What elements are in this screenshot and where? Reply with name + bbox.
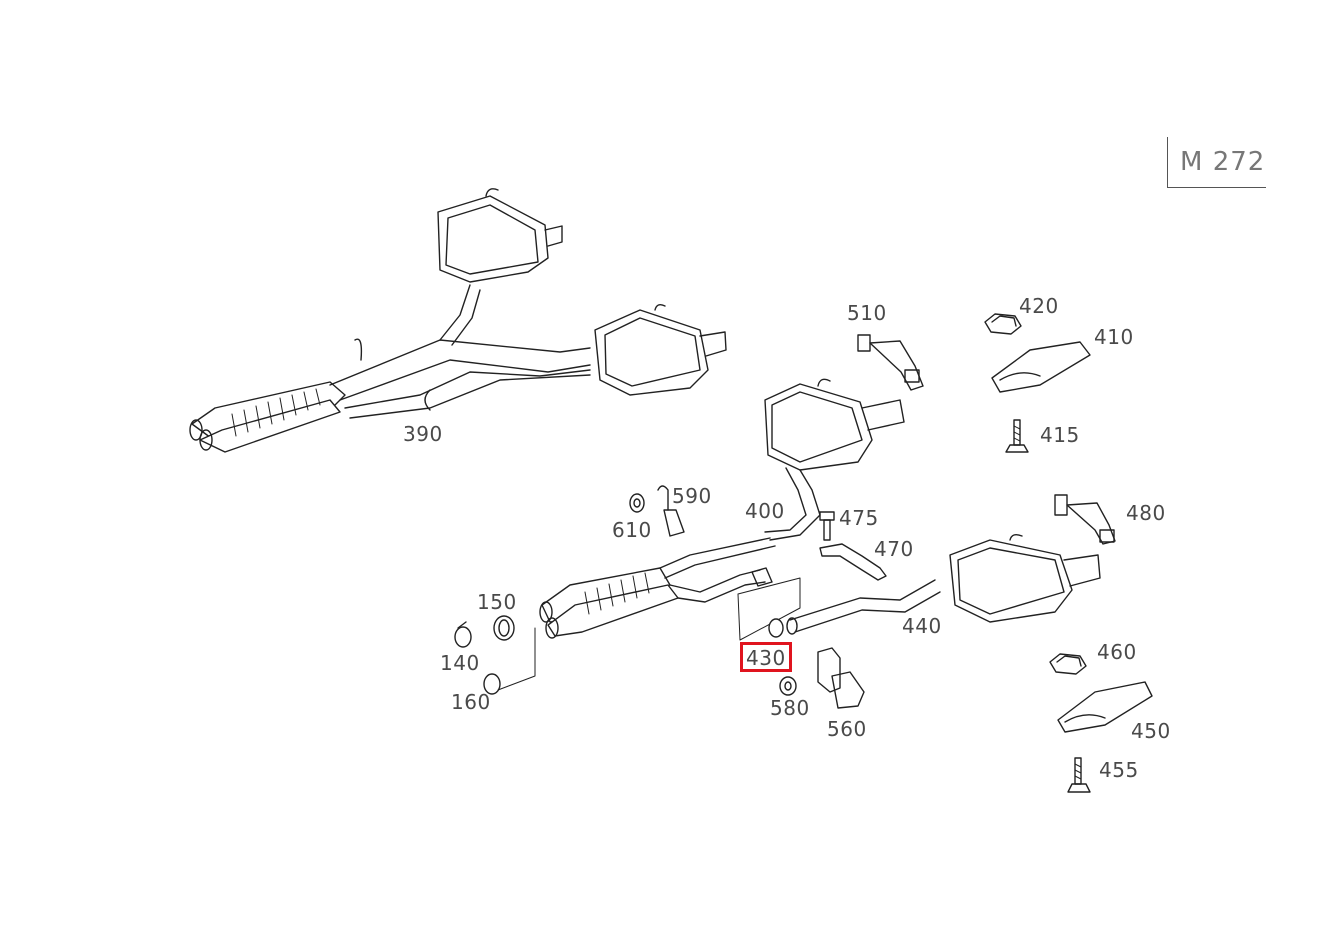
rubber-mount-610[interactable] bbox=[629, 493, 645, 513]
part-label-455[interactable]: 455 bbox=[1099, 758, 1139, 782]
bracket-510[interactable] bbox=[857, 334, 924, 391]
part-label-480[interactable]: 480 bbox=[1126, 501, 1166, 525]
part-label-140[interactable]: 140 bbox=[440, 651, 480, 675]
hanger-590[interactable] bbox=[657, 485, 685, 537]
part-label-560[interactable]: 560 bbox=[827, 717, 867, 741]
part-label-415[interactable]: 415 bbox=[1040, 423, 1080, 447]
part-label-475[interactable]: 475 bbox=[839, 506, 879, 530]
rear-section-440[interactable] bbox=[786, 533, 1101, 635]
part-label-430[interactable]: 430 bbox=[746, 646, 786, 670]
part-label-410[interactable]: 410 bbox=[1094, 325, 1134, 349]
part-label-590[interactable]: 590 bbox=[672, 484, 712, 508]
part-label-400[interactable]: 400 bbox=[745, 499, 785, 523]
screw-475[interactable] bbox=[819, 511, 835, 541]
engine-code: M 272 bbox=[1180, 147, 1266, 177]
bracket-560[interactable] bbox=[817, 647, 865, 709]
tail-trim-450[interactable] bbox=[1057, 681, 1153, 733]
part-label-440[interactable]: 440 bbox=[902, 614, 942, 638]
clamp-140[interactable] bbox=[454, 621, 472, 648]
part-label-580[interactable]: 580 bbox=[770, 696, 810, 720]
rubber-mount-580[interactable] bbox=[779, 676, 797, 696]
part-label-610[interactable]: 610 bbox=[612, 518, 652, 542]
front-pipe-catalyst[interactable] bbox=[539, 537, 801, 641]
clip-460[interactable] bbox=[1049, 653, 1087, 675]
part-label-460[interactable]: 460 bbox=[1097, 640, 1137, 664]
complete-exhaust-system-390[interactable] bbox=[189, 188, 727, 453]
clip-420[interactable] bbox=[984, 313, 1022, 335]
part-label-510[interactable]: 510 bbox=[847, 301, 887, 325]
selected-part-highlight bbox=[740, 642, 792, 672]
part-label-160[interactable]: 160 bbox=[451, 690, 491, 714]
clamp-430[interactable] bbox=[768, 618, 784, 638]
engine-code-badge: M 272 bbox=[1167, 137, 1266, 188]
clamp-160[interactable] bbox=[483, 627, 536, 695]
clamp-150[interactable] bbox=[493, 615, 515, 641]
part-label-390[interactable]: 390 bbox=[403, 422, 443, 446]
part-label-450[interactable]: 450 bbox=[1131, 719, 1171, 743]
tail-trim-410[interactable] bbox=[991, 341, 1091, 393]
part-label-470[interactable]: 470 bbox=[874, 537, 914, 561]
screw-415[interactable] bbox=[1005, 419, 1029, 453]
part-label-420[interactable]: 420 bbox=[1019, 294, 1059, 318]
screw-455[interactable] bbox=[1067, 757, 1091, 793]
bracket-470[interactable] bbox=[819, 543, 887, 581]
bracket-480[interactable] bbox=[1054, 494, 1116, 545]
part-label-150[interactable]: 150 bbox=[477, 590, 517, 614]
rear-muffler-400[interactable] bbox=[764, 378, 905, 541]
